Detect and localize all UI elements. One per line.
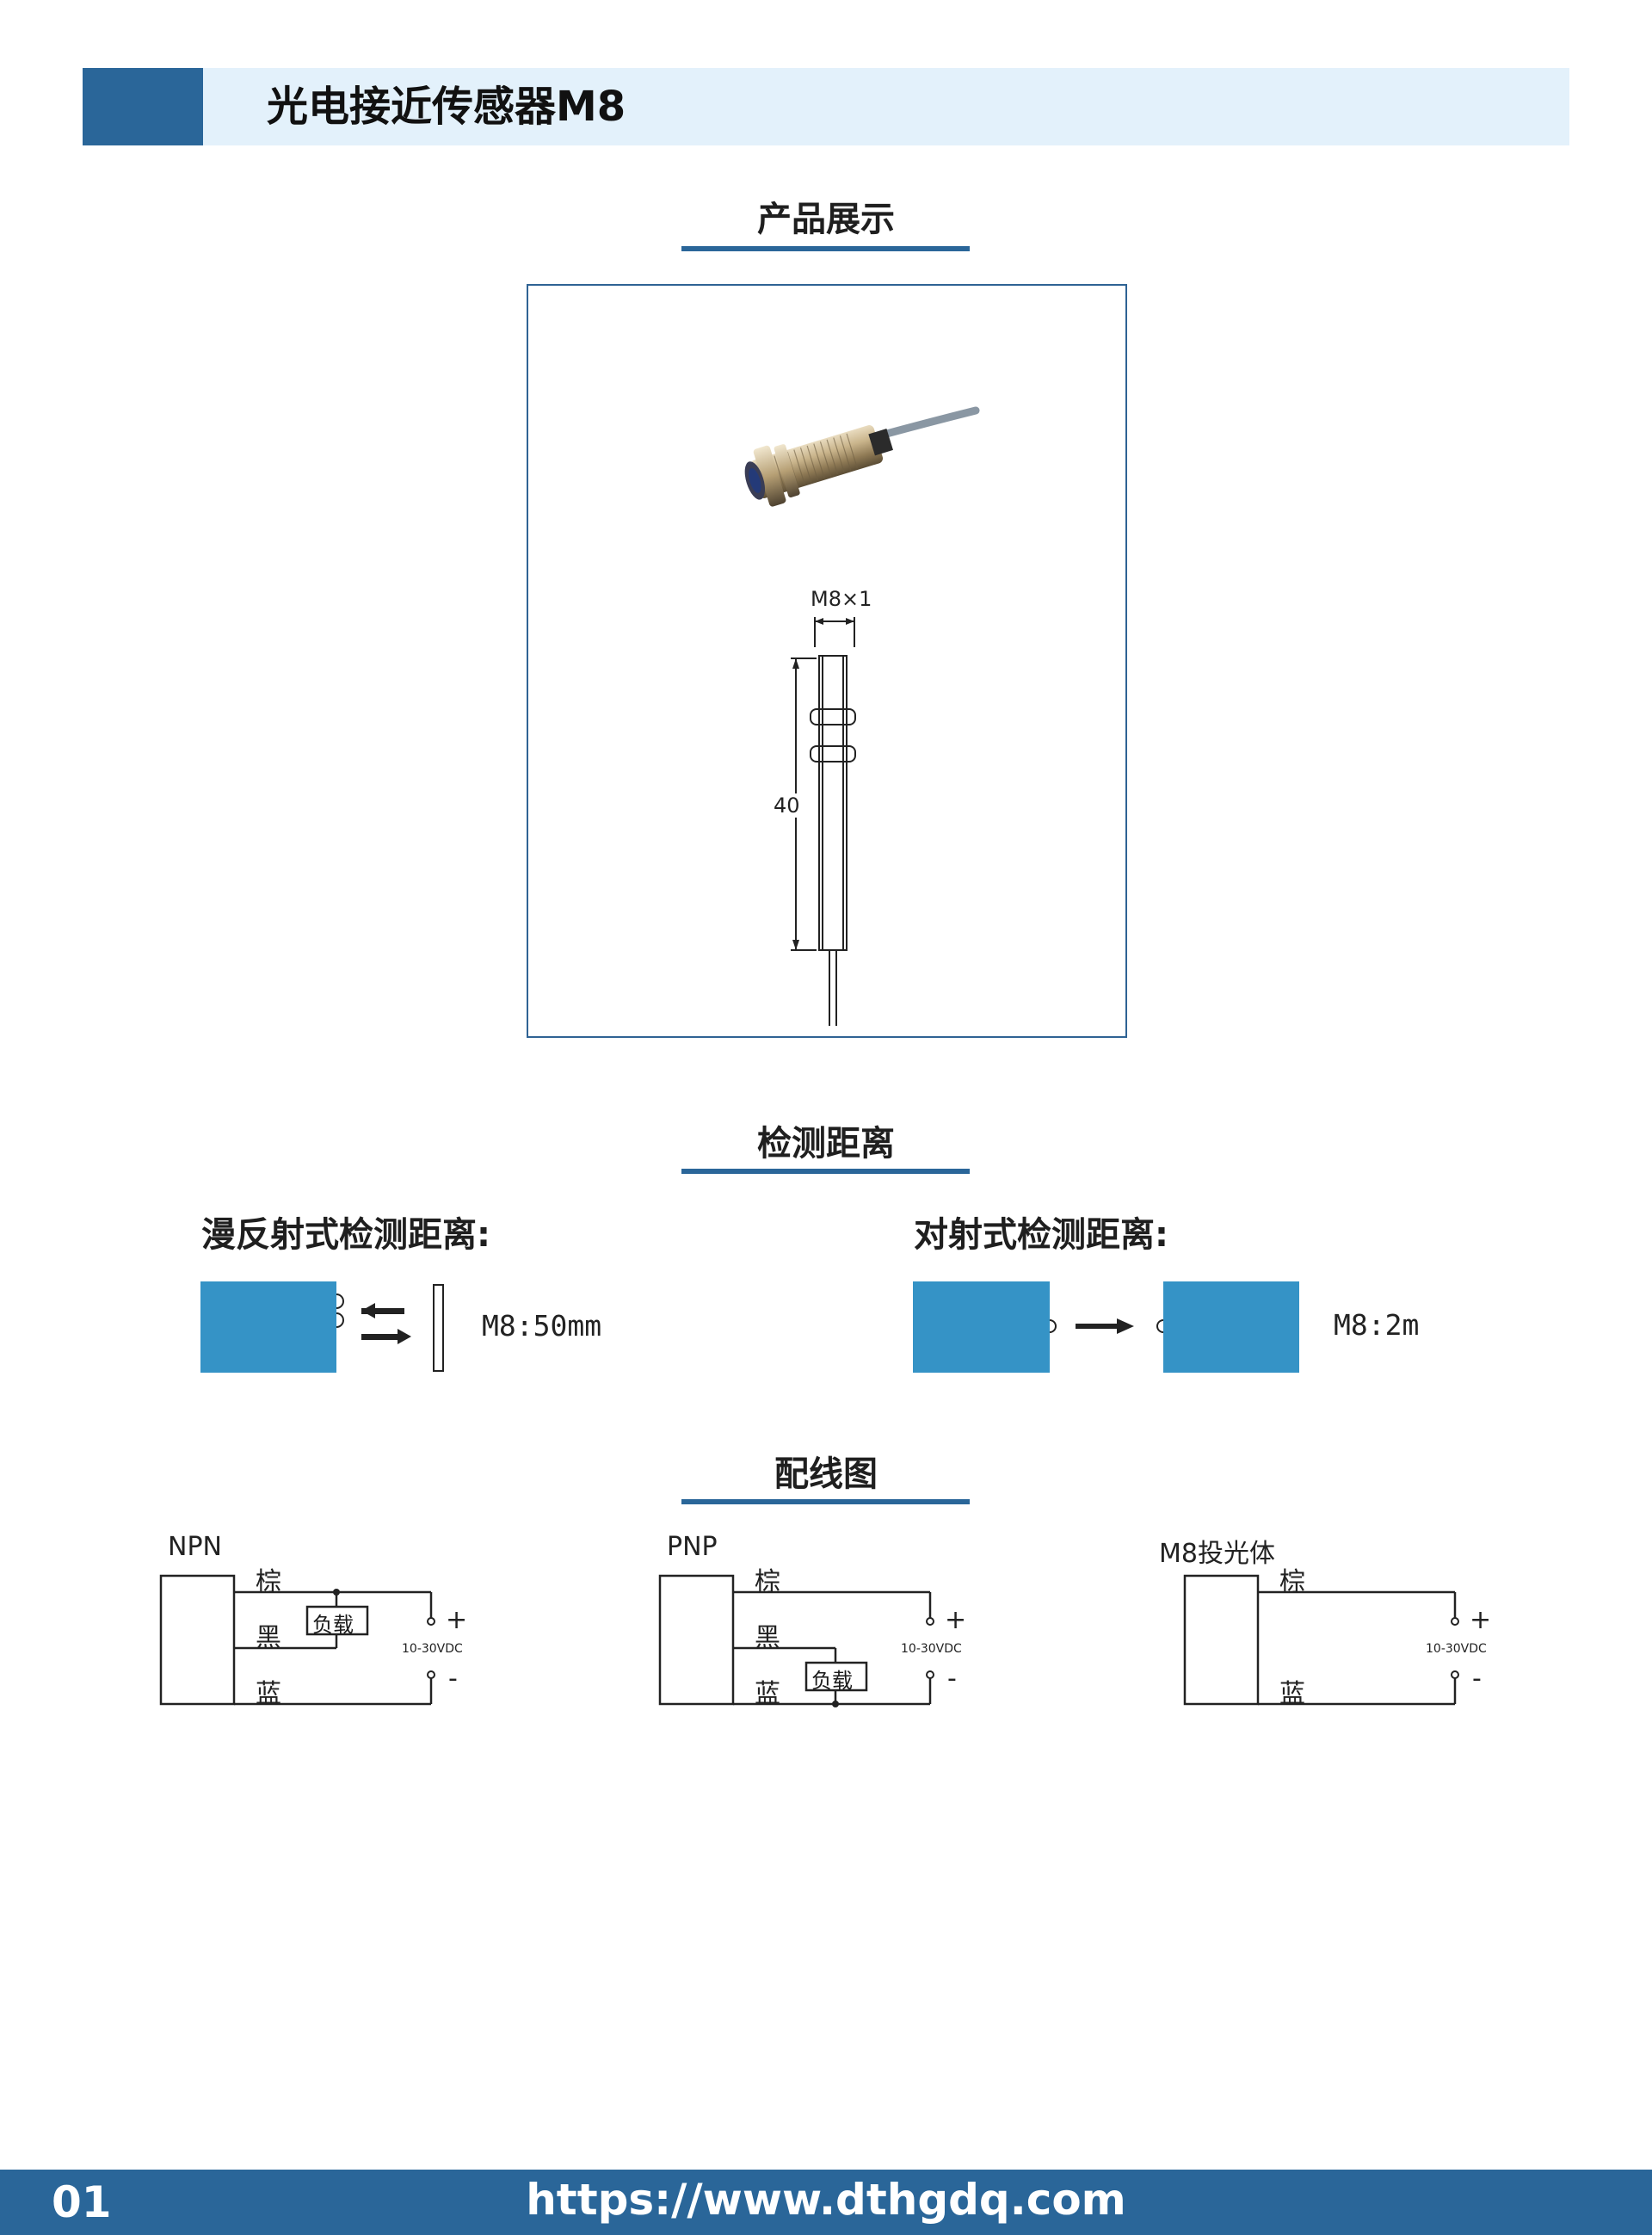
pnp-black-label: 黑 — [755, 1623, 780, 1653]
npn-plus-label: + — [446, 1605, 468, 1635]
emitter-minus-label: - — [1472, 1664, 1482, 1694]
diffuse-diagram — [336, 1284, 444, 1372]
header-bar — [83, 68, 1569, 145]
pnp-plus-label: + — [945, 1605, 967, 1635]
pnp-title: PNP — [667, 1532, 718, 1562]
page-title: 光电接近传感器M8 — [267, 83, 626, 131]
section-underline-product — [681, 246, 970, 251]
section-underline-detection — [681, 1169, 970, 1174]
npn-black-label: 黑 — [256, 1623, 281, 1653]
pnp-minus-label: - — [947, 1664, 957, 1694]
sensor-photo — [744, 406, 980, 507]
footer-bar — [0, 2170, 1652, 2235]
npn-load-label: 负载 — [312, 1613, 354, 1637]
section-title-wiring: 配线图 — [774, 1454, 878, 1494]
npn-brown-label: 棕 — [256, 1567, 281, 1597]
emitter-block — [913, 1281, 1050, 1373]
npn-title: NPN — [168, 1532, 222, 1562]
emitter-voltage-label: 10-30VDC — [1426, 1642, 1487, 1656]
npn-wiring-diagram: NPN 棕 黑 蓝 负载 + - 10-30VDC — [159, 1532, 521, 1738]
section-title-product: 产品展示 — [757, 200, 895, 239]
pnp-blue-label: 蓝 — [755, 1679, 780, 1709]
npn-voltage-label: 10-30VDC — [402, 1642, 463, 1656]
npn-minus-label: - — [448, 1664, 458, 1694]
diffuse-title: 漫反射式检测距离: — [201, 1215, 490, 1255]
through-beam-diagram — [1049, 1318, 1164, 1334]
length-dimension-label: 40 — [774, 793, 800, 818]
npn-blue-label: 蓝 — [256, 1679, 281, 1709]
emitter-brown-label: 棕 — [1279, 1567, 1305, 1597]
pnp-voltage-label: 10-30VDC — [901, 1642, 962, 1656]
pnp-brown-label: 棕 — [755, 1567, 780, 1597]
diffuse-distance-value: M8:50mm — [482, 1309, 602, 1343]
dimension-drawing — [791, 617, 856, 1026]
diffuse-sensor-block — [200, 1281, 336, 1373]
page-number: 01 — [52, 2177, 112, 2227]
emitter-blue-label: 蓝 — [1279, 1679, 1305, 1709]
thread-dimension-label: M8×1 — [811, 587, 872, 611]
header-accent-block — [83, 68, 203, 145]
through-beam-title: 对射式检测距离: — [914, 1215, 1168, 1255]
pnp-load-label: 负载 — [811, 1669, 853, 1693]
product-frame: M8×1 40 — [527, 284, 1127, 1038]
emitter-plus-label: + — [1470, 1605, 1492, 1635]
emitter-title: M8投光体 — [1159, 1539, 1275, 1569]
pnp-wiring-diagram: PNP 棕 黑 蓝 负载 + - 10-30VDC — [658, 1532, 1020, 1738]
receiver-block — [1163, 1281, 1299, 1373]
footer-url-link[interactable]: https://www.dthgdq.com — [526, 2175, 1126, 2225]
emitter-wiring-diagram: M8投光体 棕 蓝 + - 10-30VDC — [1159, 1532, 1544, 1738]
section-underline-wiring — [681, 1499, 970, 1504]
section-title-detection: 检测距离 — [757, 1124, 895, 1164]
through-beam-distance-value: M8:2m — [1334, 1308, 1420, 1342]
